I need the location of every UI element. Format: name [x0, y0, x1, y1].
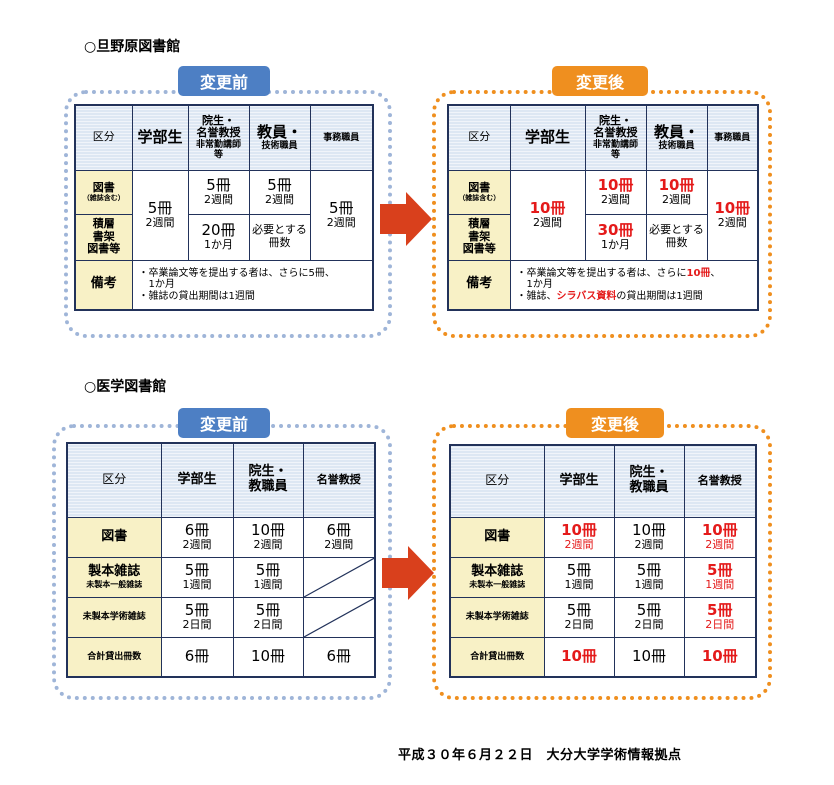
row-tosho: 図書 （雑誌含む）	[447, 169, 511, 215]
header-kyoin: 教員・ 技術職員	[645, 104, 708, 171]
arrow-right-icon	[382, 546, 434, 600]
cell-kyoin-sekiso: 必要とする 冊数	[248, 213, 311, 261]
row-biko: 備考	[447, 259, 511, 311]
row-sekiso: 積層 書架 図書等	[74, 213, 133, 261]
header-jimu: 事務職員	[309, 104, 374, 171]
row-miseihon: 未製本学術雑誌	[449, 596, 545, 638]
row-tosho: 図書 （雑誌含む）	[74, 169, 133, 215]
row-seihon: 製本雑誌 未製本一般雑誌	[449, 556, 545, 598]
cell-kyoin-tosho: 10冊 2週間	[645, 169, 708, 215]
row-sekiso: 積層 書架 図書等	[447, 213, 511, 261]
after-badge-2: 変更後	[566, 408, 664, 438]
row-tosho: 図書	[449, 516, 545, 558]
row-biko: 備考	[74, 259, 133, 311]
cell-jimu: 5冊 2週間	[309, 169, 374, 261]
section1-title: ○旦野原図書館	[84, 39, 181, 55]
header-insei: 院生・ 名誉教授 非常勤講師 等	[584, 104, 647, 171]
after-badge-1: 変更後	[552, 66, 648, 96]
cell-jimu: 10冊 2週間	[706, 169, 759, 261]
header-insei: 院生・ 教職員	[232, 442, 304, 518]
before-table-1: 区分 学部生 院生・ 名誉教授 非常勤講師 等 教員・ 技術職員 事務職員 図書…	[74, 104, 374, 311]
header-meiyo: 名誉教授	[683, 444, 757, 518]
cell-kyoin-sekiso: 必要とする 冊数	[645, 213, 708, 261]
after-table-1: 区分 学部生 院生・ 名誉教授 非常勤講師 等 教員・ 技術職員 事務職員 図書…	[447, 104, 759, 311]
arrow-right-icon	[380, 192, 432, 246]
cell-kyoin-tosho: 5冊 2週間	[248, 169, 311, 215]
cell-total-insei: 10冊	[613, 636, 685, 678]
header-gakubu: 学部生	[131, 104, 189, 171]
header-insei: 院生・ 教職員	[613, 444, 685, 518]
header-kubun: 区分	[447, 104, 511, 171]
row-seihon: 製本雑誌 未製本一般雑誌	[66, 556, 162, 598]
cell-mi-meiyo-empty	[302, 596, 376, 638]
cell-gakubu: 10冊 2週間	[509, 169, 586, 261]
cell-total-gakubu: 6冊	[160, 636, 234, 678]
cell-insei-tosho: 10冊 2週間	[584, 169, 647, 215]
before-badge-1: 変更前	[178, 66, 270, 96]
row-tosho: 図書	[66, 516, 162, 558]
header-gakubu: 学部生	[509, 104, 586, 171]
header-kubun: 区分	[66, 442, 162, 518]
header-kubun: 区分	[74, 104, 133, 171]
cell-biko-notes: ・卒業論文等を提出する者は、さらに5冊、 1か月 ・雑誌の貸出期間は1週間	[131, 259, 374, 311]
cell-insei-tosho: 5冊 2週間	[187, 169, 250, 215]
header-jimu: 事務職員	[706, 104, 759, 171]
cell-gakubu: 5冊 2週間	[131, 169, 189, 261]
cell-total-meiyo: 10冊	[683, 636, 757, 678]
cell-total-insei: 10冊	[232, 636, 304, 678]
header-gakubu: 学部生	[160, 442, 234, 518]
cell-insei-sekiso: 30冊 1か月	[584, 213, 647, 261]
cell-total-gakubu: 10冊	[543, 636, 615, 678]
header-kubun: 区分	[449, 444, 545, 518]
header-gakubu: 学部生	[543, 444, 615, 518]
row-miseihon: 未製本学術雑誌	[66, 596, 162, 638]
row-goukei: 合計貸出冊数	[449, 636, 545, 678]
cell-biko-notes: ・卒業論文等を提出する者は、さらに10冊、 1か月 ・雑誌、シラバス資料の貸出期…	[509, 259, 759, 311]
header-meiyo: 名誉教授	[302, 442, 376, 518]
cell-total-meiyo: 6冊	[302, 636, 376, 678]
header-kyoin: 教員・ 技術職員	[248, 104, 311, 171]
footer-date-organization: 平成３０年６月２２日 大分大学学術情報拠点	[398, 748, 682, 763]
cell-insei-sekiso: 20冊 1か月	[187, 213, 250, 261]
cell-seihon-meiyo-empty	[302, 556, 376, 598]
header-insei: 院生・ 名誉教授 非常勤講師 等	[187, 104, 250, 171]
section2-title: ○医学図書館	[84, 379, 167, 395]
row-goukei: 合計貸出冊数	[66, 636, 162, 678]
before-badge-2: 変更前	[178, 408, 270, 438]
